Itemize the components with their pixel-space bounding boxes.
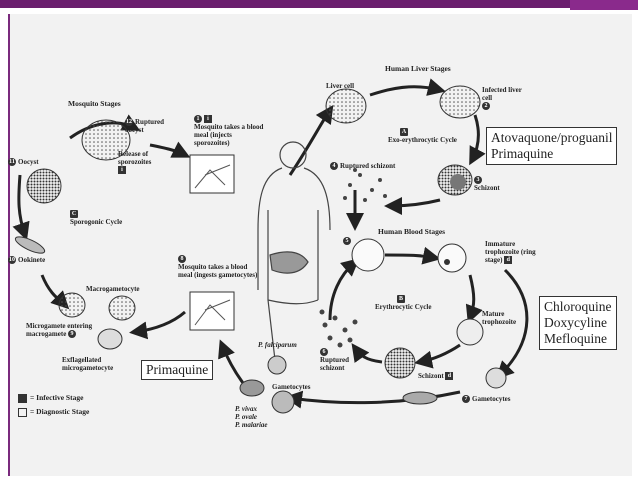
step-6-badge: 6 (320, 348, 328, 357)
slide-top-bar (0, 0, 638, 8)
p-malariae-text: P. malariae (235, 421, 268, 429)
step-12-badge: 12 (125, 118, 133, 127)
exo-erythrocytic-cycle-text: Exo-erythrocytic Cycle (388, 136, 457, 145)
blood-stage-cells (239, 238, 507, 414)
ruptured-schizont-blood-label: 6 Ruptured schizont (320, 348, 362, 372)
mature-trophozoite-label: Mature trophozoite (482, 310, 522, 326)
sporogonic-cycle-label: C Sporogonic Cycle (70, 210, 122, 226)
release-sporozoites-text: Release of sporozoites (118, 150, 152, 166)
immature-trophozoite-label: Immature trophozoite (ring stage) d (485, 240, 537, 265)
mosquito-stage-cells (14, 119, 136, 350)
mosquito-drug-box: Primaquine (141, 360, 214, 380)
blood-stages-title: Human Blood Stages (378, 227, 446, 236)
mosquito-stages-title: Mosquito Stages (68, 99, 121, 108)
schizont-blood-text: Schizont (418, 372, 444, 380)
infective-stage-icon (18, 393, 27, 403)
drug-mefloquine: Mefloquine (544, 331, 607, 346)
diagram-frame (8, 14, 632, 476)
blood-drug-box: Chloroquine Doxycyline Mefloquine (539, 296, 617, 350)
diagnostic-stage-marker-ring: d (504, 256, 513, 265)
erythrocytic-cycle-label: B Erythrocytic Cycle (375, 295, 431, 311)
liver-drug-box: Atovaquone/proguanil Primaquine (486, 127, 618, 165)
cycle-letter-c: C (70, 210, 78, 219)
step-10-badge: 10 (8, 256, 16, 265)
schizont-liver-label: 3 Schizont (474, 176, 500, 192)
sporogonic-cycle-text: Sporogonic Cycle (70, 218, 123, 227)
p-vivax-text: P. vivax (235, 405, 258, 413)
gametocytes-left-text: Gametocytes (272, 383, 311, 391)
liver-cycle-arrows (288, 78, 486, 231)
immature-trophozoite-text: Immature trophozoite (ring stage) (485, 240, 536, 264)
p-species-label: P. vivax P. ovale P. malariae (235, 405, 268, 429)
step-4-badge: 4 (330, 162, 338, 171)
erythrocytic-cycle-text: Erythrocytic Cycle (375, 303, 432, 312)
human-figure (257, 141, 331, 361)
legend-diagnostic: = Diagnostic Stage (18, 407, 89, 417)
step-1-badge: 1 (194, 115, 202, 124)
diagnostic-stage-marker-schizont: d (445, 372, 454, 381)
infective-stage-marker: i (204, 115, 212, 124)
step-7-badge: 7 (462, 395, 470, 404)
cycle-letter-a: A (400, 128, 408, 137)
step-8-badge: 8 (178, 255, 186, 264)
schizont-liver-text: Schizont (474, 184, 500, 193)
ookinete-text: Ookinete (18, 256, 46, 264)
exflagellated-label: Exflagellated microgametocyte (62, 356, 114, 372)
step-2-badge: 2 (482, 102, 490, 111)
legend-infective-text: = Infective Stage (30, 393, 84, 402)
blood-meal-sporozoites-text: Mosquito takes a blood meal (injects spo… (194, 123, 264, 148)
schizont-blood-label: Schizont d (418, 372, 455, 381)
infected-liver-cell-text: Infected liver cell (482, 86, 522, 102)
slide-top-tab (570, 0, 638, 10)
legend-infective: = Infective Stage (18, 393, 83, 403)
blood-meal-boxes (189, 154, 235, 331)
infected-liver-cell-label: Infected liver cell 2 (482, 86, 522, 111)
ruptured-schizont-blood-text: Ruptured schizont (320, 356, 350, 373)
ruptured-oocyst-text: Ruptured oocyst (125, 118, 165, 135)
oocyst-text: Oocyst (18, 158, 39, 166)
exo-erythrocytic-cycle-label: A Exo-erythrocytic Cycle (388, 128, 457, 144)
diagnostic-stage-icon (18, 407, 27, 417)
release-sporozoites-label: Release of sporozoites i (118, 150, 168, 175)
p-falciparum-label: P. falciparum (258, 341, 297, 349)
step-11-badge: 11 (8, 158, 16, 167)
p-ovale-text: P. ovale (235, 413, 258, 421)
legend-diagnostic-text: = Diagnostic Stage (30, 407, 90, 416)
microgamete-entering-label: Microgamete entering macrogamete 9 (26, 322, 98, 339)
liver-stage-cells (325, 85, 481, 202)
step-5-label: 5 (343, 237, 353, 246)
step-5-badge: 5 (343, 237, 351, 246)
mature-trophozoite-text: Mature trophozoite (482, 310, 517, 326)
macrogametocyte-label: Macrogametocyte (86, 285, 140, 293)
blood-meal-gametocytes-label: 8 Mosquito takes a blood meal (ingests g… (178, 255, 258, 279)
ruptured-schizont-liver-text: Ruptured schizont (340, 162, 396, 170)
liver-stages-title: Human Liver Stages (385, 64, 451, 73)
blood-meal-gametocytes-text: Mosquito takes a blood meal (ingests gam… (178, 263, 258, 280)
step-1-infective-badge: i (118, 166, 126, 175)
drug-chloroquine: Chloroquine (544, 299, 612, 314)
drug-primaquine-mosquito: Primaquine (146, 362, 209, 377)
gametocytes-left-label: Gametocytes (272, 383, 310, 391)
cycle-letter-b: B (397, 295, 405, 304)
microgamete-entering-text: Microgamete entering macrogamete (26, 322, 93, 338)
drug-primaquine-liver: Primaquine (491, 146, 554, 161)
drug-doxycyline: Doxycyline (544, 315, 607, 330)
step-9-badge: 9 (68, 330, 77, 339)
step-3-badge: 3 (474, 176, 482, 185)
drug-atovaquone-proguanil: Atovaquone/proguanil (491, 130, 613, 145)
liver-cell-label: Liver cell (326, 82, 355, 90)
gametocytes-right-text: Gametocytes (472, 395, 511, 403)
